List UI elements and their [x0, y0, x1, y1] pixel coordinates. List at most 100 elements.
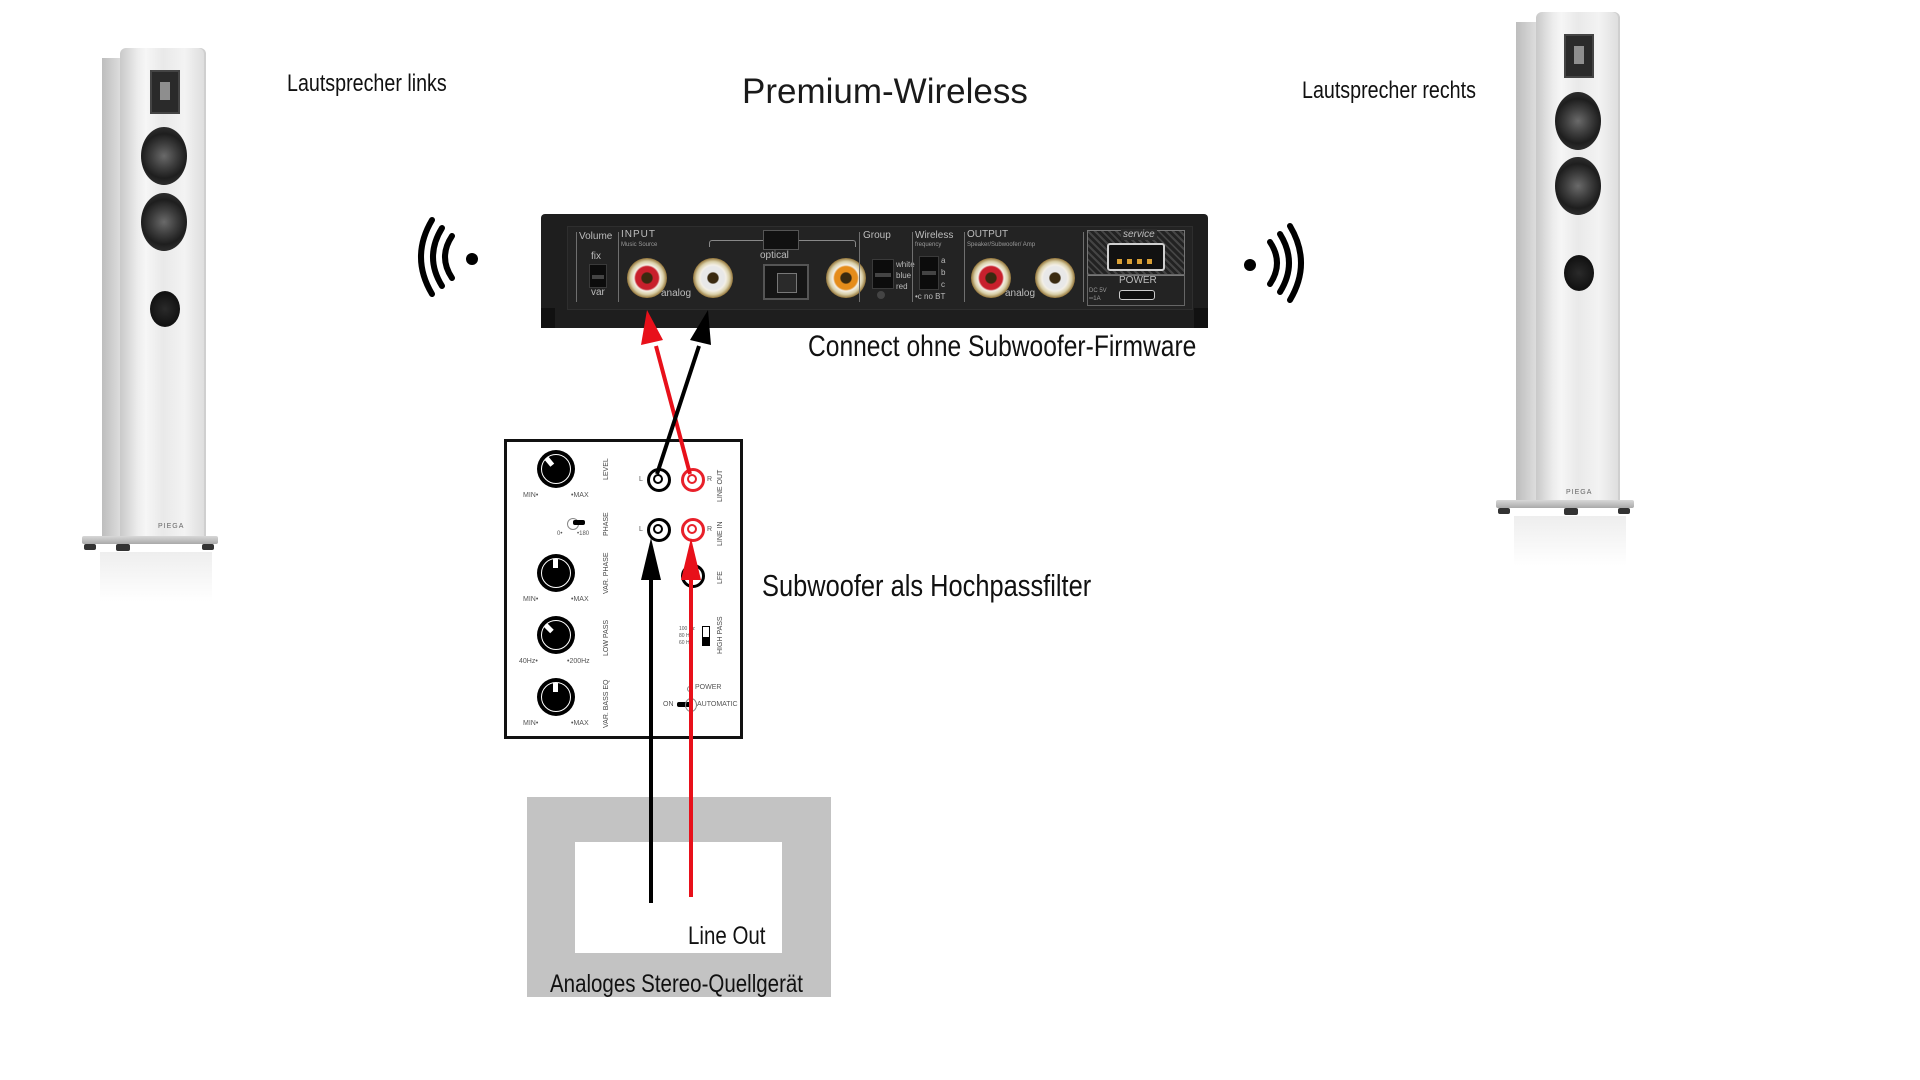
source-device-label: Analoges Stereo-Quellgerät — [550, 970, 803, 998]
level-min: MIN• — [523, 492, 539, 499]
var-phase-min: MIN• — [523, 596, 539, 603]
volume-title: Volume — [579, 231, 613, 242]
speaker-brand: PIEGA — [158, 523, 185, 530]
output-rca-right-red[interactable] — [971, 258, 1011, 298]
section-divider — [859, 232, 860, 302]
tweeter — [1564, 34, 1594, 78]
bass-port — [1564, 255, 1594, 291]
group-button[interactable] — [877, 291, 885, 299]
micro-usb-power-port[interactable] — [1119, 290, 1155, 300]
woofer — [1555, 157, 1601, 215]
output-title: OUTPUT — [967, 229, 1009, 240]
wireless-title: Wireless — [915, 230, 954, 241]
input-rca-left-white[interactable] — [693, 258, 733, 298]
arrowhead-left-sub-in — [641, 538, 661, 580]
input-rca-right-red[interactable] — [627, 258, 667, 298]
input-optical-label: optical — [760, 250, 789, 261]
power-automatic-label: AUTOMATIC — [697, 701, 738, 708]
woofer — [141, 193, 187, 251]
speaker-foot — [84, 544, 96, 550]
wireless-signal-icon-left — [418, 217, 478, 297]
wireless-option-b: b — [941, 268, 946, 277]
cable-right-sub-to-device — [654, 345, 692, 475]
line-out-l-label: L — [639, 476, 643, 483]
group-option-blue: blue — [896, 271, 912, 280]
level-knob[interactable] — [537, 450, 575, 488]
speaker-foot — [1564, 508, 1578, 515]
low-pass-knob[interactable] — [537, 616, 575, 654]
high-pass-switch[interactable] — [702, 626, 710, 646]
speaker-side-panel — [102, 58, 122, 538]
input-subtitle: Music Source — [621, 242, 658, 248]
low-pass-max: •200Hz — [567, 658, 590, 665]
speaker-brand: PIEGA — [1566, 489, 1593, 496]
optical-input[interactable] — [763, 264, 809, 300]
level-max: •MAX — [571, 492, 589, 499]
bass-port — [150, 291, 180, 327]
device-caption: Connect ohne Subwoofer-Firmware — [808, 330, 1197, 363]
arrowhead-left-device-in — [690, 310, 711, 345]
subwoofer-control-panel: MIN• •MAX LEVEL 0• •180 PHASE MIN• •MAX … — [504, 439, 743, 739]
line-out-right-jack[interactable] — [681, 468, 705, 492]
output-rca-left-white[interactable] — [1035, 258, 1075, 298]
arrowhead-right-sub-in — [681, 538, 701, 580]
group-switch[interactable] — [872, 259, 894, 289]
line-in-l-label: L — [639, 526, 643, 533]
optical-cap — [763, 230, 799, 250]
speaker-foot — [202, 544, 214, 550]
power-label: POWER — [695, 684, 722, 691]
var-bass-eq-min: MIN• — [523, 720, 539, 727]
speaker-foot — [1618, 508, 1630, 514]
var-bass-eq-knob[interactable] — [537, 678, 575, 716]
wireless-option-a: a — [941, 256, 946, 265]
speaker-right-label: Lautsprecher rechts — [1302, 77, 1476, 104]
speaker-right: PIEGA — [1494, 12, 1639, 572]
wireless-frequency-switch[interactable] — [919, 256, 939, 290]
source-line-out-panel — [575, 842, 782, 953]
woofer — [1555, 92, 1601, 150]
device-foot — [541, 308, 555, 328]
var-bass-eq-max: •MAX — [571, 720, 589, 727]
volume-var-label: var — [591, 287, 605, 298]
power-spec-current: ═1A — [1089, 296, 1101, 302]
wireless-signal-icon-right — [1244, 223, 1304, 303]
var-phase-knob[interactable] — [537, 554, 575, 592]
input-title: INPUT — [621, 229, 656, 240]
subwoofer-caption: Subwoofer als Hochpassfilter — [762, 568, 1092, 603]
section-divider — [964, 232, 965, 302]
diagram-title: Premium-Wireless — [742, 72, 1028, 111]
premium-wireless-connect-device: Volume fix var INPUT Music Source analog… — [541, 214, 1208, 328]
output-subtitle: Speaker/Subwoofer/ Amp — [967, 242, 1036, 248]
line-in-r-label: R — [707, 526, 713, 533]
wireless-no-bt-note: •c no BT — [915, 292, 946, 301]
speaker-left-label: Lautsprecher links — [287, 70, 447, 97]
high-pass-option-80: 80 Hz — [679, 633, 693, 639]
var-phase-max: •MAX — [571, 596, 589, 603]
high-pass-option-100: 100 Hz — [679, 626, 695, 632]
woofer — [141, 127, 187, 185]
line-in-right-jack[interactable] — [681, 518, 705, 542]
volume-switch[interactable] — [589, 264, 607, 288]
volume-fix-label: fix — [591, 251, 601, 262]
power-on-label: ON — [663, 701, 674, 708]
speaker-reflection — [100, 552, 212, 602]
speaker-plinth — [82, 536, 218, 544]
output-analog-label: analog — [1005, 288, 1036, 299]
power-mode-switch[interactable] — [677, 702, 691, 707]
group-title: Group — [863, 230, 891, 241]
speaker-foot — [1498, 508, 1510, 514]
power-area — [1087, 274, 1185, 306]
input-analog-label: analog — [661, 288, 692, 299]
service-label: service — [1121, 229, 1157, 240]
phase-switch-lever — [573, 520, 585, 525]
speaker-left: PIEGA — [80, 48, 225, 608]
wireless-option-c: c — [941, 280, 945, 289]
power-title: POWER — [1119, 275, 1157, 286]
line-out-r-label: R — [707, 476, 713, 483]
speaker-plinth — [1496, 500, 1634, 508]
wireless-subtitle: frequency — [915, 242, 942, 248]
usb-service-port[interactable] — [1107, 243, 1165, 271]
section-divider — [912, 232, 913, 302]
device-foot — [1194, 308, 1208, 328]
